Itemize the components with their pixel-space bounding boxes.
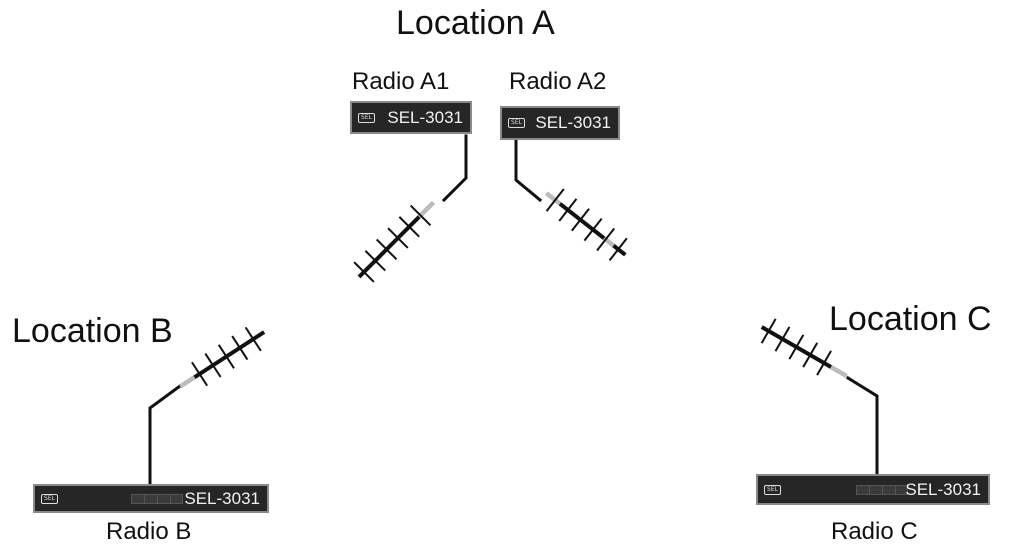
sel-logo-icon: SEL — [764, 484, 781, 495]
radio-b-cable — [148, 383, 183, 488]
location-a-title: Location A — [396, 4, 555, 42]
yagi-antenna-icon — [760, 318, 848, 378]
radio-c-label: Radio C — [831, 518, 918, 545]
radio-c-model: SEL-3031 — [905, 479, 981, 499]
sel-logo-icon: SEL — [358, 112, 375, 123]
radio-a2-model: SEL-3031 — [535, 113, 611, 132]
radio-a2-device: SEL SEL-3031 — [500, 106, 620, 140]
port-panel-icon — [131, 493, 183, 504]
location-b-title: Location B — [12, 312, 173, 350]
radio-a1-device: SEL SEL-3031 — [350, 101, 472, 134]
yagi-antenna-icon — [353, 201, 435, 283]
radio-b-label: Radio B — [106, 518, 192, 545]
location-c-title: Location C — [829, 300, 992, 338]
radio-a1-cable — [441, 134, 468, 203]
radio-b-device: SEL SEL-3031 — [33, 484, 269, 513]
sel-logo-icon: SEL — [508, 118, 525, 128]
radio-c-device: SEL SEL-3031 — [756, 474, 990, 505]
radio-a2-label: Radio A2 — [509, 68, 607, 95]
radio-c-cable — [845, 375, 879, 476]
yagi-antenna-icon — [179, 326, 266, 389]
radio-a2-cable — [514, 136, 543, 203]
radio-a1-model: SEL-3031 — [387, 107, 463, 127]
radio-b-model: SEL-3031 — [184, 488, 260, 508]
port-panel-icon — [856, 484, 908, 495]
radio-a1-label: Radio A1 — [352, 68, 450, 95]
yagi-antenna-icon — [545, 188, 628, 261]
sel-logo-icon: SEL — [41, 493, 58, 504]
